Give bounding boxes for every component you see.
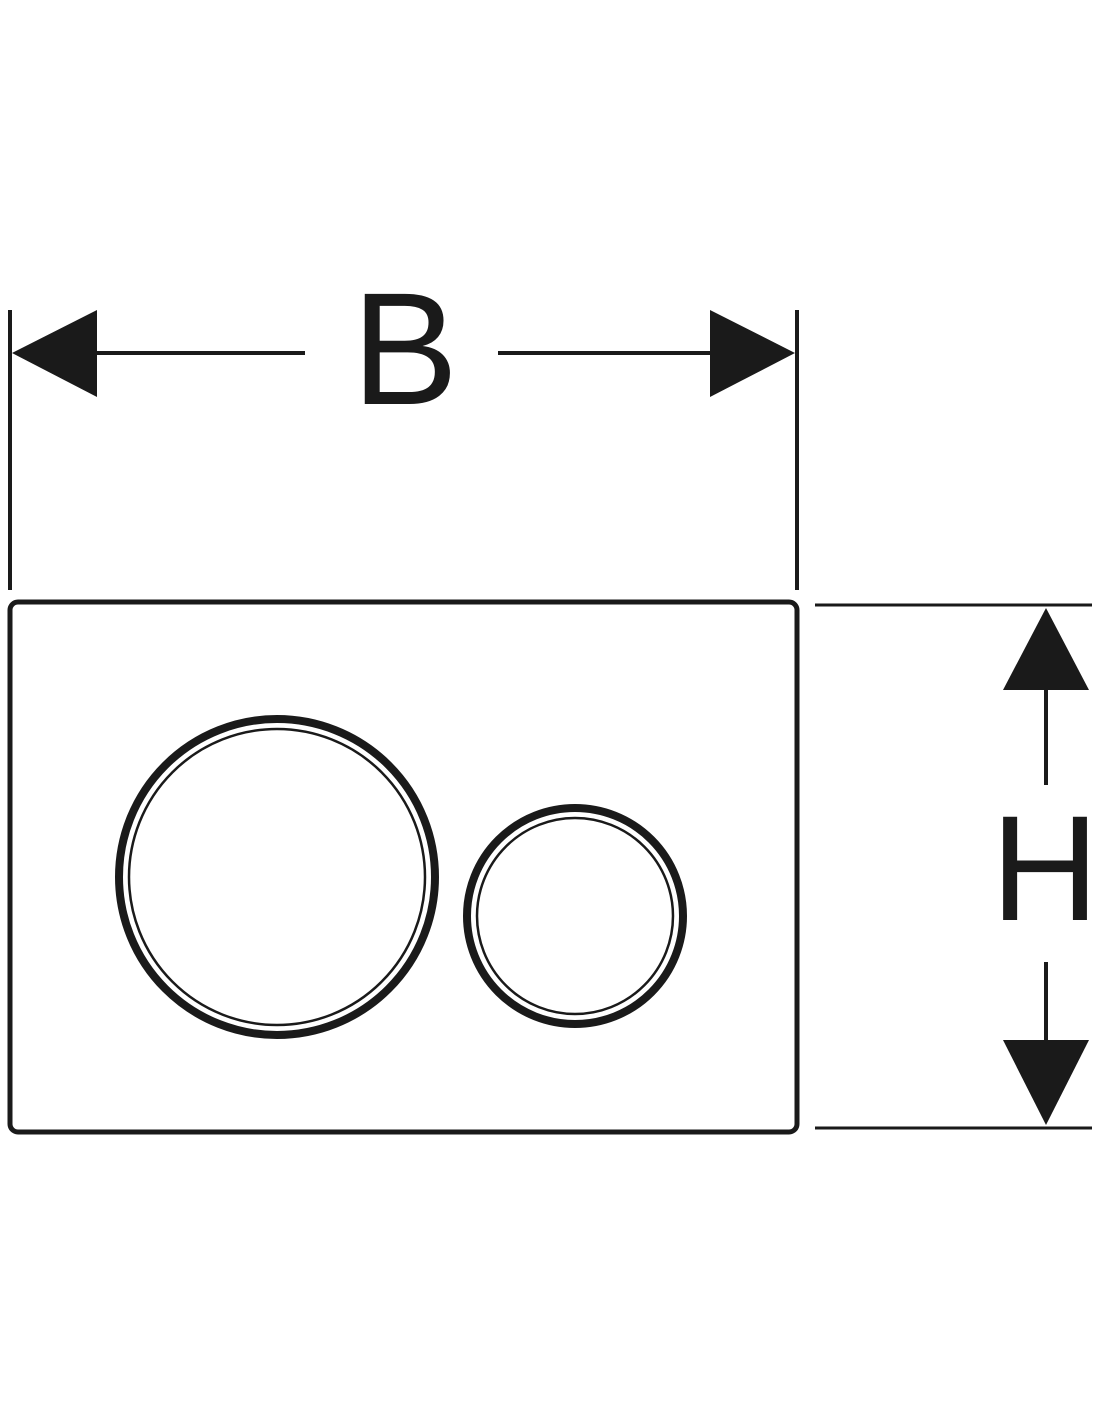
arrow-up-icon [1003, 608, 1089, 690]
height-label: H [991, 784, 1099, 952]
flush-plate-outline [7, 599, 800, 1135]
width-label: B [352, 259, 459, 438]
small-flush-button-outer-ring [463, 804, 687, 1028]
arrow-left-icon [12, 310, 97, 397]
large-flush-button-outer-ring [115, 715, 439, 1039]
arrow-right-icon [710, 310, 795, 397]
large-flush-button-inner-ring [127, 727, 427, 1027]
arrow-down-icon [1003, 1040, 1089, 1125]
small-flush-button-inner-ring [475, 816, 675, 1016]
